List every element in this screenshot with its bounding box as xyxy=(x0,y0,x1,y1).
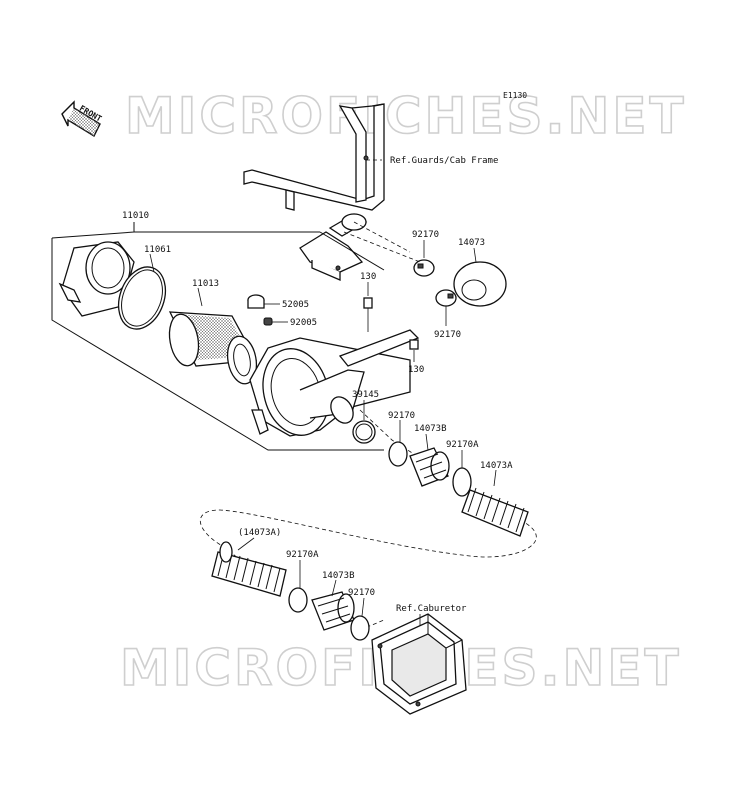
filter-element-11013 xyxy=(168,311,258,385)
housing-cover xyxy=(58,241,135,317)
duct-14073 xyxy=(453,261,507,307)
hose-14073B-a xyxy=(409,447,450,487)
air-cleaner-case xyxy=(249,329,420,437)
leader-14073B-a xyxy=(425,433,429,451)
part-92170-b: 92170 xyxy=(434,330,461,340)
part-92170-a: 92170 xyxy=(412,230,439,240)
leader-11061 xyxy=(149,253,155,273)
part-92005: 92005 xyxy=(290,318,317,328)
part-39145: 39145 xyxy=(352,390,379,400)
assembly-bracket-11010 xyxy=(51,222,385,451)
hose-14073B-b xyxy=(311,591,355,631)
clamp-92170-d xyxy=(350,615,370,641)
carburetor xyxy=(371,613,467,715)
part-92170A-a: 92170A xyxy=(446,440,479,450)
clamp-92170-c xyxy=(388,441,408,467)
clamp-92170A-a xyxy=(452,467,472,497)
leader-92170-d xyxy=(361,597,365,617)
dash-hose-loop xyxy=(200,509,537,561)
part-11010: 11010 xyxy=(122,211,149,221)
leader-14073B-b xyxy=(331,579,337,597)
cab-frame xyxy=(243,103,385,281)
clamp-92170A-b xyxy=(288,587,308,613)
ref-guards: Ref.Guards/Cab Frame xyxy=(390,156,498,166)
clamp-92170-a xyxy=(413,259,435,277)
part-92170-c: 92170 xyxy=(388,411,415,421)
part-130-a: 130 xyxy=(360,272,376,282)
part-14073A: 14073A xyxy=(480,461,513,471)
dash-carb xyxy=(359,619,385,631)
watermark-top: MICROFICHES.NET xyxy=(125,87,687,145)
leader-14073 xyxy=(473,247,477,263)
part-130-b: 130 xyxy=(408,365,424,375)
o-ring-11061-inner xyxy=(121,269,163,327)
grommet-52005 xyxy=(247,294,265,309)
part-11013: 11013 xyxy=(192,279,219,289)
part-11061: 11061 xyxy=(144,245,171,255)
part-14073A-paren: (14073A) xyxy=(238,528,281,538)
hose-14073A-upper xyxy=(461,487,529,537)
leader-14073A-paren xyxy=(237,537,255,551)
leader-11013 xyxy=(197,287,203,307)
part-14073B-b: 14073B xyxy=(322,571,355,581)
bolt-130-a xyxy=(363,297,373,332)
diagram-code: E1130 xyxy=(503,91,527,100)
part-92170A-b: 92170A xyxy=(286,550,319,560)
part-14073: 14073 xyxy=(458,238,485,248)
spring-92005 xyxy=(263,317,273,326)
hose-14073A-lower xyxy=(211,541,287,597)
dash-outlet xyxy=(359,409,421,459)
ref-carburetor: Ref.Caburetor xyxy=(396,604,467,614)
leader-14073A xyxy=(493,469,497,487)
bolt-130-b xyxy=(409,339,419,350)
clamp-92170-b xyxy=(435,289,457,307)
part-52005: 52005 xyxy=(282,300,309,310)
front-arrow-icon: FRONT xyxy=(61,100,103,137)
ring-39145 xyxy=(352,420,376,444)
part-92170-d: 92170 xyxy=(348,588,375,598)
part-14073B-a: 14073B xyxy=(414,424,447,434)
dash-duct xyxy=(343,221,421,263)
